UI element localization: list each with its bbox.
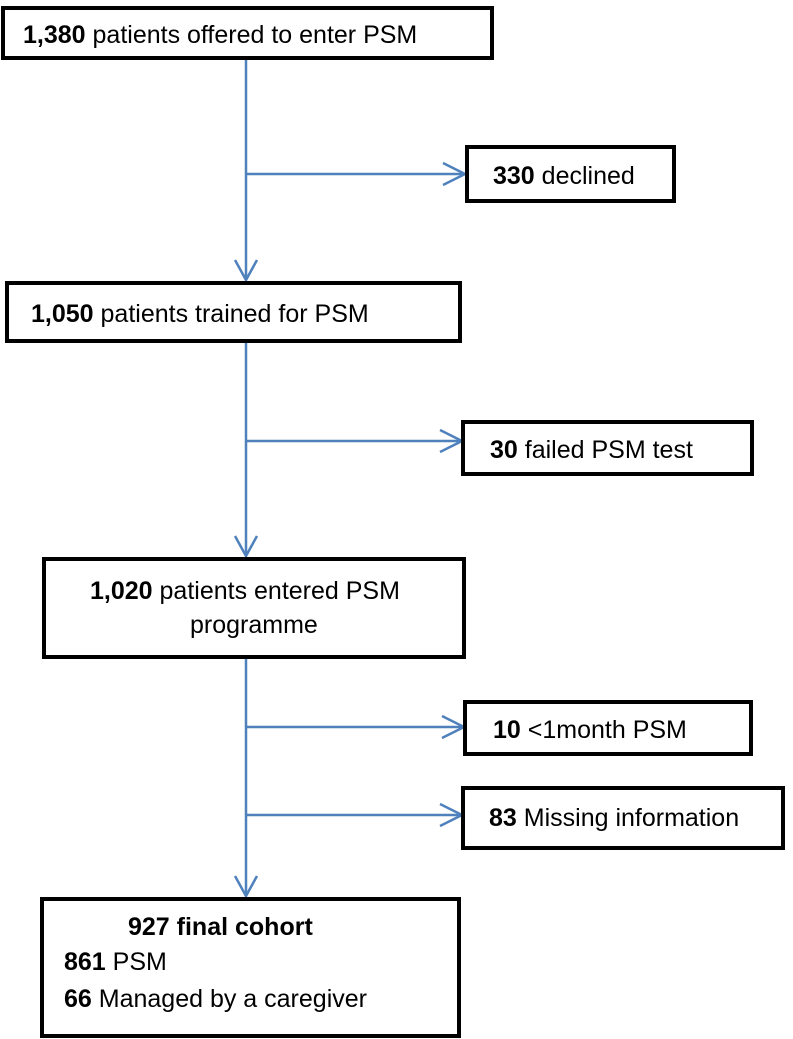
failed-test-count: 30	[490, 436, 518, 464]
trained-text: patients trained for PSM	[93, 300, 369, 328]
arrowhead-to-entered	[233, 535, 259, 559]
declined-label: 330 declined	[493, 162, 635, 190]
offered-text: patients offered to enter PSM	[85, 21, 418, 49]
final-cohort-title: 927 final cohort	[128, 913, 313, 941]
short-psm-count: 10	[493, 716, 521, 744]
final-caregiver-text: Managed by a caregiver	[91, 985, 367, 1013]
box-final-cohort: 927 final cohort 861 PSM 66 Managed by a…	[40, 897, 461, 1038]
box-offered: 1,380 patients offered to enter PSM	[1, 6, 494, 60]
arrowhead-to-trained	[233, 259, 259, 283]
box-failed-test: 30 failed PSM test	[461, 420, 754, 476]
missing-text: Missing information	[516, 804, 740, 832]
final-psm-row: 861 PSM	[64, 947, 457, 977]
entered-count: 1,020	[90, 577, 153, 605]
box-trained: 1,050 patients trained for PSM	[5, 281, 462, 343]
missing-label: 83 Missing information	[489, 804, 739, 832]
offered-label: 1,380 patients offered to enter PSM	[23, 21, 417, 49]
final-caregiver-row: 66 Managed by a caregiver	[64, 984, 457, 1014]
final-psm-text: PSM	[105, 948, 167, 976]
entered-label-line2: programme	[190, 611, 318, 639]
declined-text: declined	[534, 162, 635, 190]
box-short-psm: 10 <1month PSM	[463, 700, 753, 756]
trained-count: 1,050	[31, 300, 94, 328]
trained-label: 1,050 patients trained for PSM	[31, 300, 369, 328]
failed-test-label: 30 failed PSM test	[490, 436, 693, 464]
box-entered: 1,020 patients entered PSM programme	[42, 557, 466, 659]
arrowhead-to-final	[233, 875, 259, 899]
short-psm-text: <1month PSM	[520, 716, 687, 744]
final-caregiver-count: 66	[64, 985, 92, 1013]
box-missing: 83 Missing information	[461, 786, 785, 850]
missing-count: 83	[489, 804, 517, 832]
final-psm-count: 861	[64, 948, 106, 976]
entered-text: patients entered PSM	[152, 577, 400, 605]
entered-label-line1: 1,020 patients entered PSM	[90, 576, 462, 606]
short-psm-label: 10 <1month PSM	[493, 716, 687, 744]
box-declined: 330 declined	[465, 145, 676, 203]
offered-count: 1,380	[23, 21, 86, 49]
failed-test-text: failed PSM test	[517, 436, 693, 464]
declined-count: 330	[493, 162, 535, 190]
